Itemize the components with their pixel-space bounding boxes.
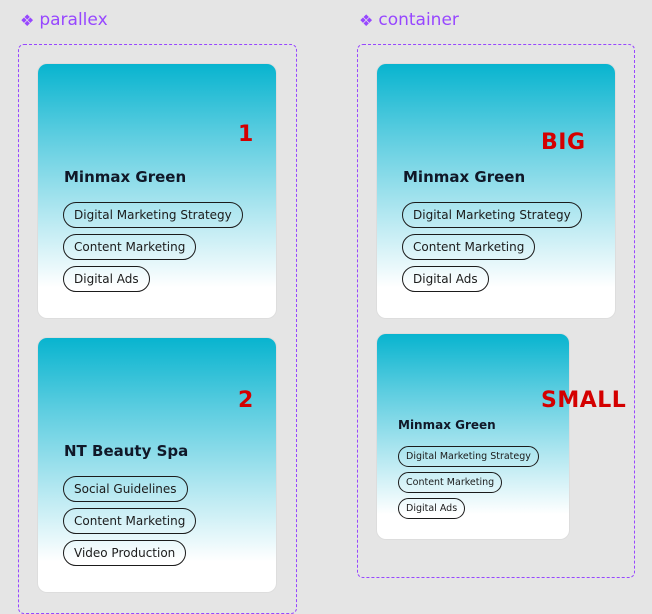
card-marker: 2	[238, 388, 254, 413]
tag-chip[interactable]: Content Marketing	[63, 508, 197, 534]
card-minmax-green-small[interactable]: Minmax Green Digital Marketing Strategy …	[377, 334, 569, 539]
tag-chip[interactable]: Video Production	[63, 540, 187, 566]
card-title: Minmax Green	[403, 168, 526, 186]
card-marker-small: SMALL	[541, 388, 627, 413]
frame-label-container[interactable]: ❖ container	[359, 8, 459, 32]
frame-name: parallex	[39, 10, 108, 30]
tag-list: Social Guidelines Content Marketing Vide…	[63, 476, 197, 572]
frame-container[interactable]	[357, 44, 635, 578]
component-icon: ❖	[20, 10, 35, 30]
component-icon: ❖	[359, 10, 374, 30]
tag-chip[interactable]: Digital Ads	[63, 266, 150, 292]
frame-label-parallex[interactable]: ❖ parallex	[20, 8, 108, 32]
card-minmax-green-big[interactable]: BIG Minmax Green Digital Marketing Strat…	[377, 64, 615, 318]
card-marker: 1	[238, 122, 254, 147]
tag-list: Digital Marketing Strategy Content Marke…	[402, 202, 582, 298]
tag-chip[interactable]: Content Marketing	[398, 472, 503, 493]
card-marker: BIG	[541, 130, 586, 155]
tag-list: Digital Marketing Strategy Content Marke…	[63, 202, 243, 298]
tag-chip[interactable]: Digital Marketing Strategy	[63, 202, 243, 228]
tag-chip[interactable]: Digital Ads	[398, 498, 466, 519]
tag-chip[interactable]: Social Guidelines	[63, 476, 188, 502]
tag-chip[interactable]: Digital Marketing Strategy	[402, 202, 582, 228]
tag-chip[interactable]: Digital Ads	[402, 266, 489, 292]
tag-chip[interactable]: Content Marketing	[402, 234, 536, 260]
tag-list: Digital Marketing Strategy Content Marke…	[398, 446, 539, 524]
card-minmax-green[interactable]: 1 Minmax Green Digital Marketing Strateg…	[38, 64, 276, 318]
tag-chip[interactable]: Content Marketing	[63, 234, 197, 260]
card-title: Minmax Green	[64, 168, 187, 186]
tag-chip[interactable]: Digital Marketing Strategy	[398, 446, 539, 467]
card-nt-beauty-spa[interactable]: 2 NT Beauty Spa Social Guidelines Conten…	[38, 338, 276, 592]
card-title: Minmax Green	[398, 418, 496, 432]
card-title: NT Beauty Spa	[64, 442, 189, 460]
frame-name: container	[378, 10, 459, 30]
